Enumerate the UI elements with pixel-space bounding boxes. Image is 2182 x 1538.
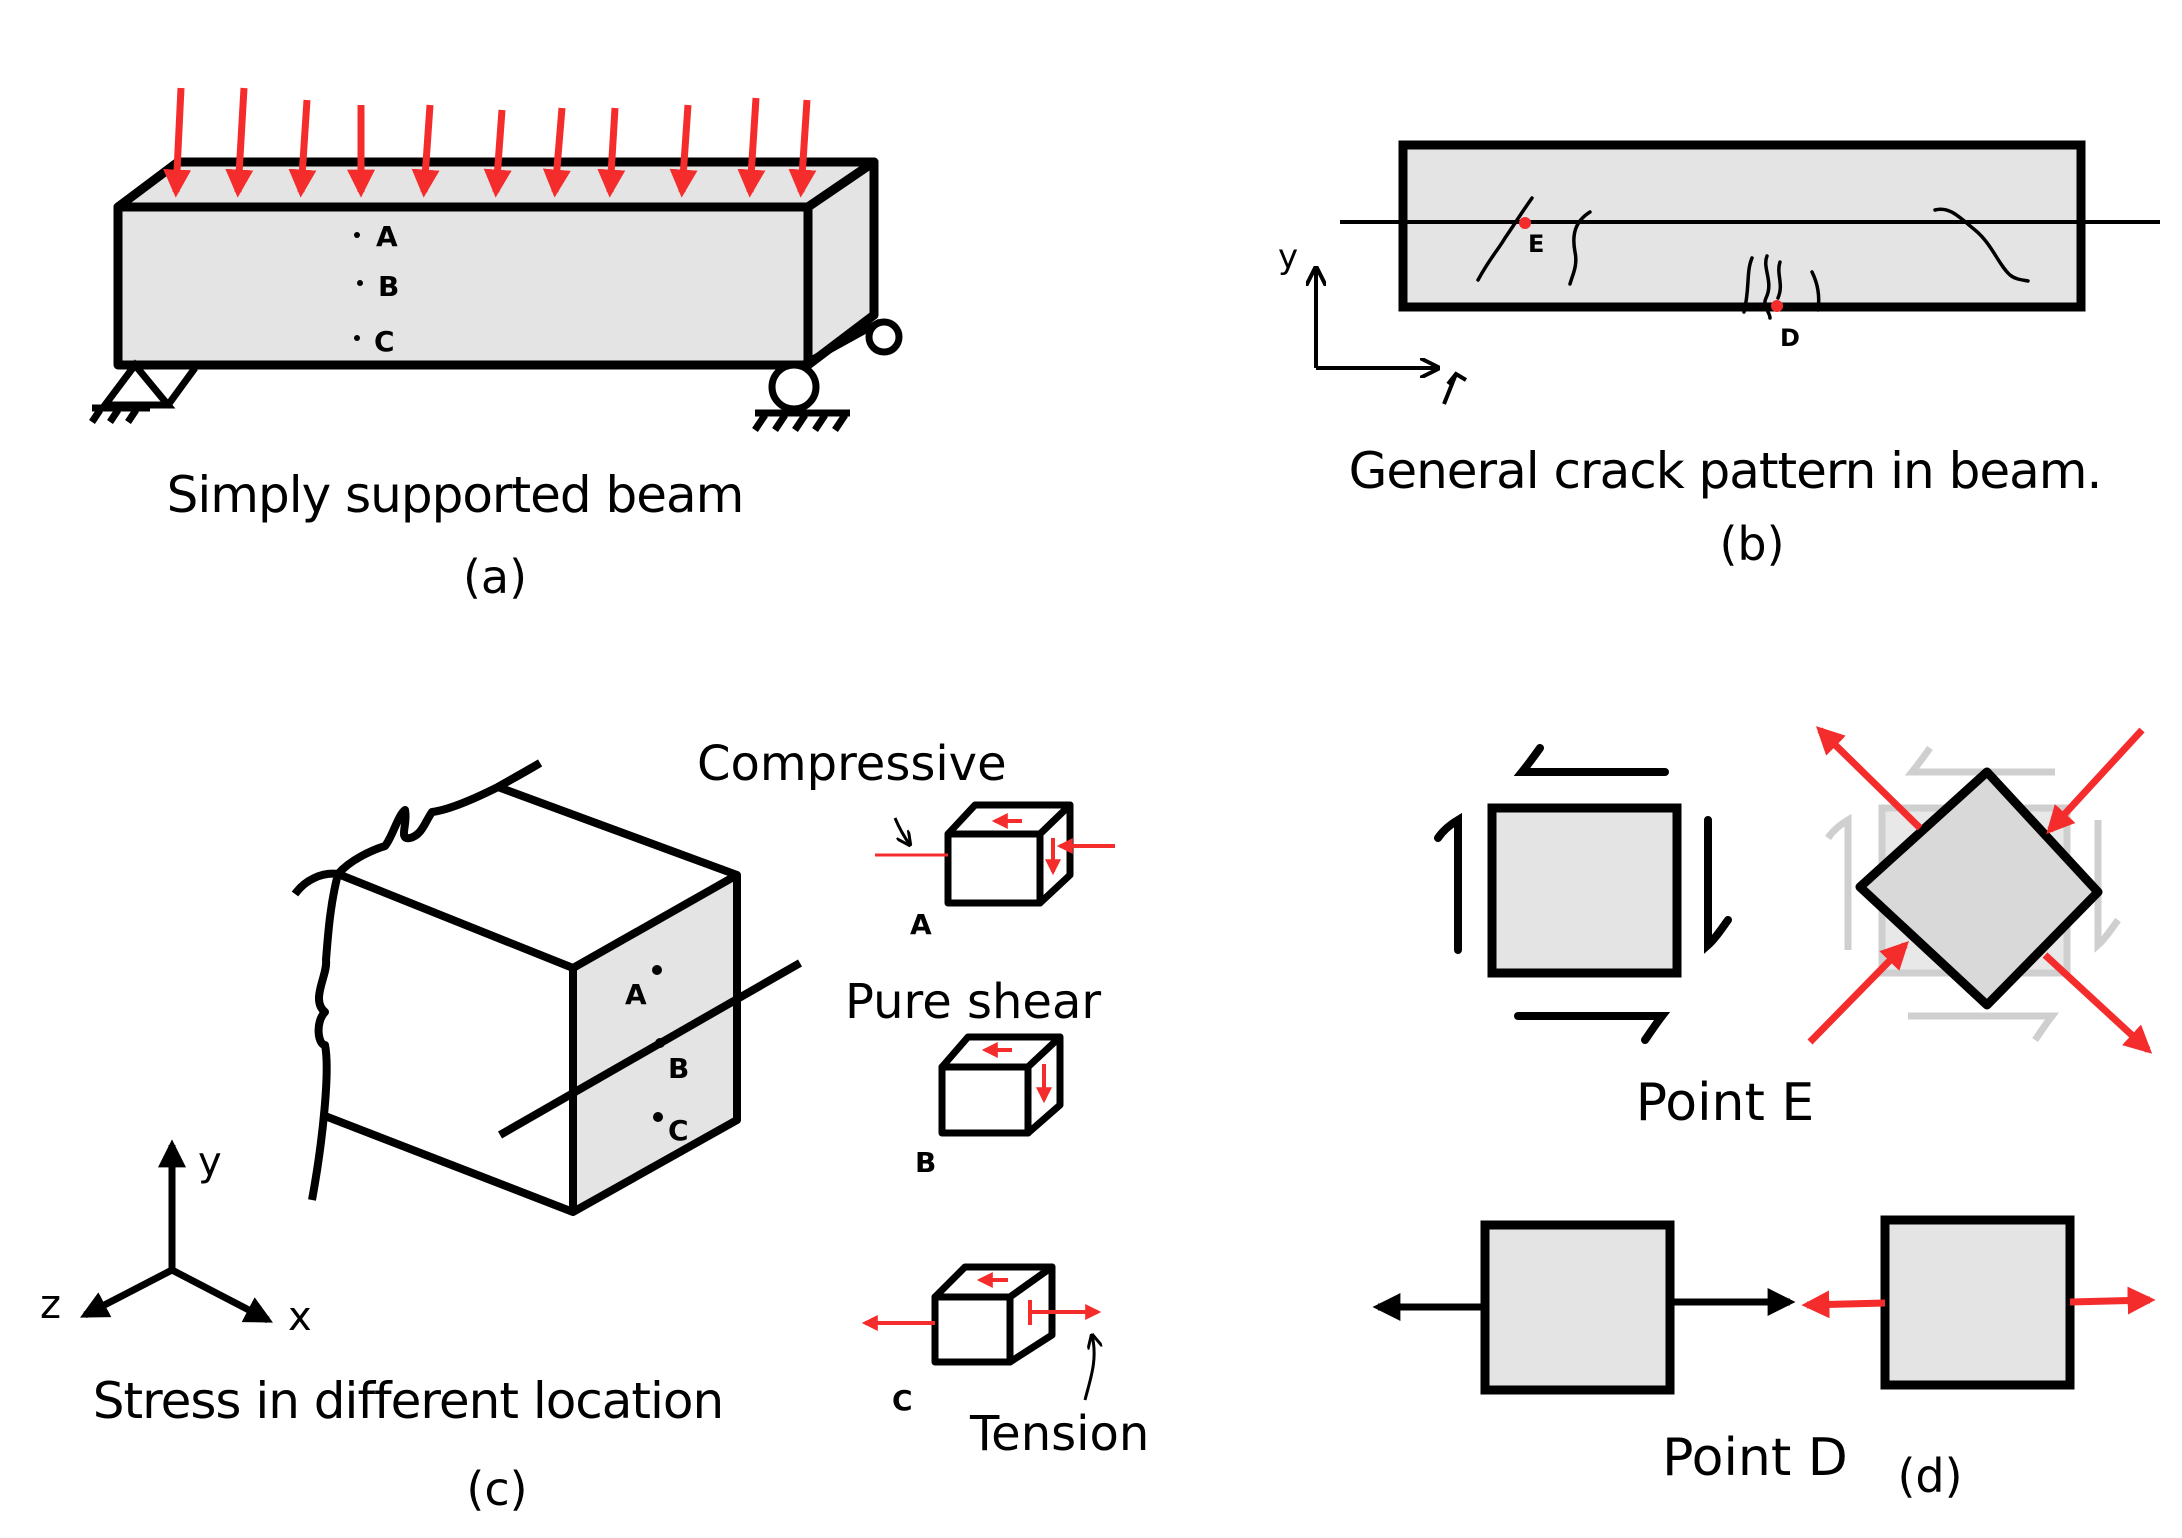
point-d-caption: Point D — [1662, 1428, 1848, 1488]
panel-d: Point E Point D (d) — [1372, 726, 2156, 1503]
panel-a: A B C Simply supported beam (a) — [89, 87, 903, 604]
beam-points — [354, 232, 363, 341]
compressive-label: Compressive — [697, 736, 1007, 792]
beam-section-3d — [291, 759, 802, 1216]
element-b-label: B — [915, 1146, 936, 1179]
point-b-label: B — [378, 270, 399, 303]
panel-b-caption: General crack pattern in beam. — [1349, 442, 2102, 500]
element-c-label: C — [892, 1384, 913, 1417]
panel-d-tag: (d) — [1897, 1449, 1962, 1503]
point-a-label: A — [376, 220, 398, 253]
crack-point-d-label: D — [1780, 324, 1800, 352]
panel-c-caption: Stress in different location — [93, 1372, 723, 1430]
axis-x-label: x — [288, 1294, 312, 1340]
beam-3d — [113, 157, 879, 370]
axes-xyz — [80, 1139, 273, 1324]
panel-c-tag: (c) — [466, 1462, 527, 1516]
axis-y-3d-label: y — [198, 1139, 222, 1185]
section-point-a-label: A — [625, 978, 647, 1011]
pure-shear-label: Pure shear — [845, 974, 1101, 1030]
beam-elevation — [1398, 140, 2086, 312]
element-a-label: A — [910, 908, 932, 941]
shear-element-e — [1434, 744, 1732, 1044]
axis-z-label: z — [40, 1282, 61, 1328]
point-e-caption: Point E — [1636, 1073, 1815, 1133]
stress-element-b — [938, 1033, 1064, 1137]
tension-element-d-principal — [1801, 1215, 2156, 1390]
axis-y-label: y — [1278, 237, 1298, 277]
panel-a-caption: Simply supported beam — [167, 466, 744, 524]
point-d-marker — [1771, 300, 1783, 312]
panel-a-tag: (a) — [463, 550, 527, 604]
uniform-load-arrows — [163, 87, 817, 198]
section-point-c-label: C — [668, 1114, 689, 1147]
section-point-b-label: B — [668, 1052, 689, 1085]
principal-element-e — [1807, 726, 2153, 1054]
crack-point-e-label: E — [1528, 230, 1544, 258]
stress-element-c — [861, 1263, 1098, 1401]
cracks — [1476, 196, 2030, 320]
roller-support — [752, 318, 903, 432]
tension-label: Tension — [969, 1406, 1149, 1462]
point-c-label: C — [374, 325, 395, 358]
pin-support — [89, 359, 198, 424]
panel-b: E D y General crack pattern in beam. (b) — [1278, 140, 2160, 571]
point-e-marker — [1519, 217, 1531, 229]
axes-xy — [1316, 268, 1468, 405]
tension-element-d — [1372, 1220, 1796, 1395]
stress-element-a — [875, 801, 1115, 907]
panel-c: A B C y z x Compressive A — [40, 736, 1149, 1516]
panel-b-tag: (b) — [1719, 517, 1784, 571]
section-points — [652, 965, 665, 1122]
